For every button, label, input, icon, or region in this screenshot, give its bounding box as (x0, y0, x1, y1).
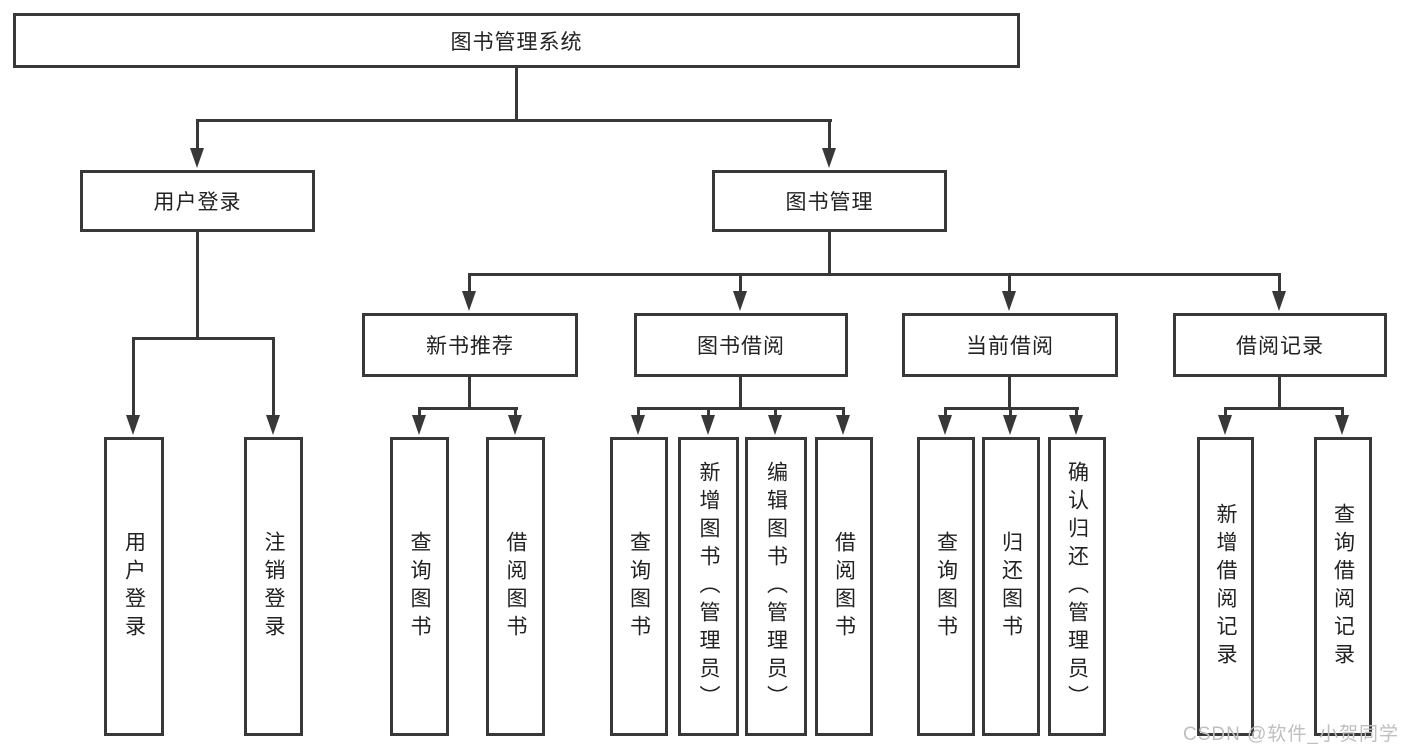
connector-line (196, 119, 199, 150)
connector-line (828, 232, 831, 276)
connector-line (739, 377, 742, 410)
leaf-return-books: 归还图书 (982, 437, 1040, 736)
arrow-down-icon (1335, 415, 1349, 435)
leaf-query-borrow-record-label: 查询借阅记录 (1331, 502, 1355, 671)
connector-line (468, 377, 471, 410)
node-current-borrowing-label: 当前借阅 (966, 335, 1054, 358)
node-user-login-label: 用户登录 (153, 191, 242, 214)
arrow-down-icon (631, 415, 645, 435)
arrow-down-icon (938, 415, 952, 435)
connector-line (707, 407, 710, 417)
connector-line (514, 407, 517, 417)
node-new-book-recommend: 新书推荐 (362, 313, 578, 377)
connector-line (196, 119, 832, 122)
connector-line (468, 273, 1281, 276)
arrow-down-icon (190, 148, 204, 168)
node-current-borrowing: 当前借阅 (902, 313, 1118, 377)
node-new-book-recommend-label: 新书推荐 (426, 335, 514, 358)
leaf-user-login-label: 用户登录 (122, 530, 146, 643)
connector-line (1009, 407, 1012, 417)
connector-line (739, 273, 742, 293)
connector-line (1278, 273, 1281, 293)
connector-line (418, 407, 518, 410)
leaf-return-books-label: 归还图书 (999, 530, 1023, 643)
connector-line (1075, 407, 1078, 417)
arrow-down-icon (1003, 415, 1017, 435)
arrow-down-icon (1069, 415, 1083, 435)
leaf-add-books-admin-label: 新增图书（管理员） (697, 460, 720, 713)
leaf-current-query-books: 查询图书 (917, 437, 975, 736)
arrow-down-icon (701, 415, 715, 435)
connector-line (1008, 273, 1011, 293)
leaf-logout: 注销登录 (244, 437, 303, 736)
connector-line (842, 407, 845, 417)
leaf-confirm-return-admin-label: 确认归还（管理员） (1065, 460, 1089, 713)
connector-line (1224, 407, 1227, 417)
leaf-query-borrow-record: 查询借阅记录 (1314, 437, 1372, 736)
node-borrowing-records: 借阅记录 (1173, 313, 1387, 377)
connector-line (515, 68, 518, 121)
leaf-recommend-borrow-books-label: 借阅图书 (504, 530, 527, 643)
leaf-add-books-admin: 新增图书（管理员） (678, 437, 739, 736)
arrow-down-icon (1002, 291, 1016, 311)
connector-line (1341, 407, 1344, 417)
arrow-down-icon (412, 415, 426, 435)
leaf-user-login: 用户登录 (104, 437, 164, 736)
node-root-label: 图书管理系统 (450, 30, 583, 54)
node-book-management: 图书管理 (712, 170, 947, 232)
connector-line (1278, 377, 1281, 410)
connector-line (828, 119, 831, 150)
connector-line (944, 407, 947, 417)
arrow-down-icon (733, 291, 747, 311)
connector-line (196, 232, 199, 340)
leaf-borrowing-borrow-books: 借阅图书 (815, 437, 873, 736)
leaf-borrowing-borrow-books-label: 借阅图书 (832, 530, 856, 643)
arrow-down-icon (768, 415, 782, 435)
leaf-recommend-query-books: 查询图书 (390, 437, 449, 736)
connector-line (132, 337, 275, 340)
node-book-borrowing: 图书借阅 (634, 313, 848, 377)
leaf-recommend-query-books-label: 查询图书 (408, 530, 431, 643)
node-borrowing-records-label: 借阅记录 (1236, 335, 1324, 358)
arrow-down-icon (1218, 415, 1232, 435)
leaf-edit-books-admin: 编辑图书（管理员） (745, 437, 807, 736)
node-book-management-label: 图书管理 (785, 191, 874, 214)
node-user-login: 用户登录 (80, 170, 315, 232)
leaf-edit-books-admin-label: 编辑图书（管理员） (764, 460, 788, 713)
leaf-borrowing-query-books: 查询图书 (610, 437, 668, 736)
connector-line (468, 273, 471, 293)
connector-line (637, 407, 640, 417)
connector-line (418, 407, 421, 417)
arrow-down-icon (266, 415, 280, 435)
watermark-text: CSDN @软件_小贺同学 (1183, 724, 1399, 745)
leaf-logout-label: 注销登录 (262, 530, 285, 643)
connector-line (272, 337, 275, 417)
node-root: 图书管理系统 (13, 13, 1020, 68)
node-book-borrowing-label: 图书借阅 (697, 335, 785, 358)
arrow-down-icon (822, 148, 836, 168)
arrow-down-icon (462, 291, 476, 311)
connector-line (1224, 407, 1344, 410)
leaf-confirm-return-admin: 确认归还（管理员） (1048, 437, 1106, 736)
arrow-down-icon (508, 415, 522, 435)
connector-line (1008, 377, 1011, 410)
connector-line (637, 407, 845, 410)
leaf-add-borrow-record-label: 新增借阅记录 (1214, 502, 1237, 671)
arrow-down-icon (836, 415, 850, 435)
arrow-down-icon (1272, 291, 1286, 311)
arrow-down-icon (126, 415, 140, 435)
leaf-add-borrow-record: 新增借阅记录 (1197, 437, 1254, 736)
leaf-recommend-borrow-books: 借阅图书 (486, 437, 545, 736)
leaf-current-query-books-label: 查询图书 (934, 530, 958, 643)
connector-line (132, 337, 135, 417)
connector-line (774, 407, 777, 417)
leaf-borrowing-query-books-label: 查询图书 (627, 530, 651, 643)
